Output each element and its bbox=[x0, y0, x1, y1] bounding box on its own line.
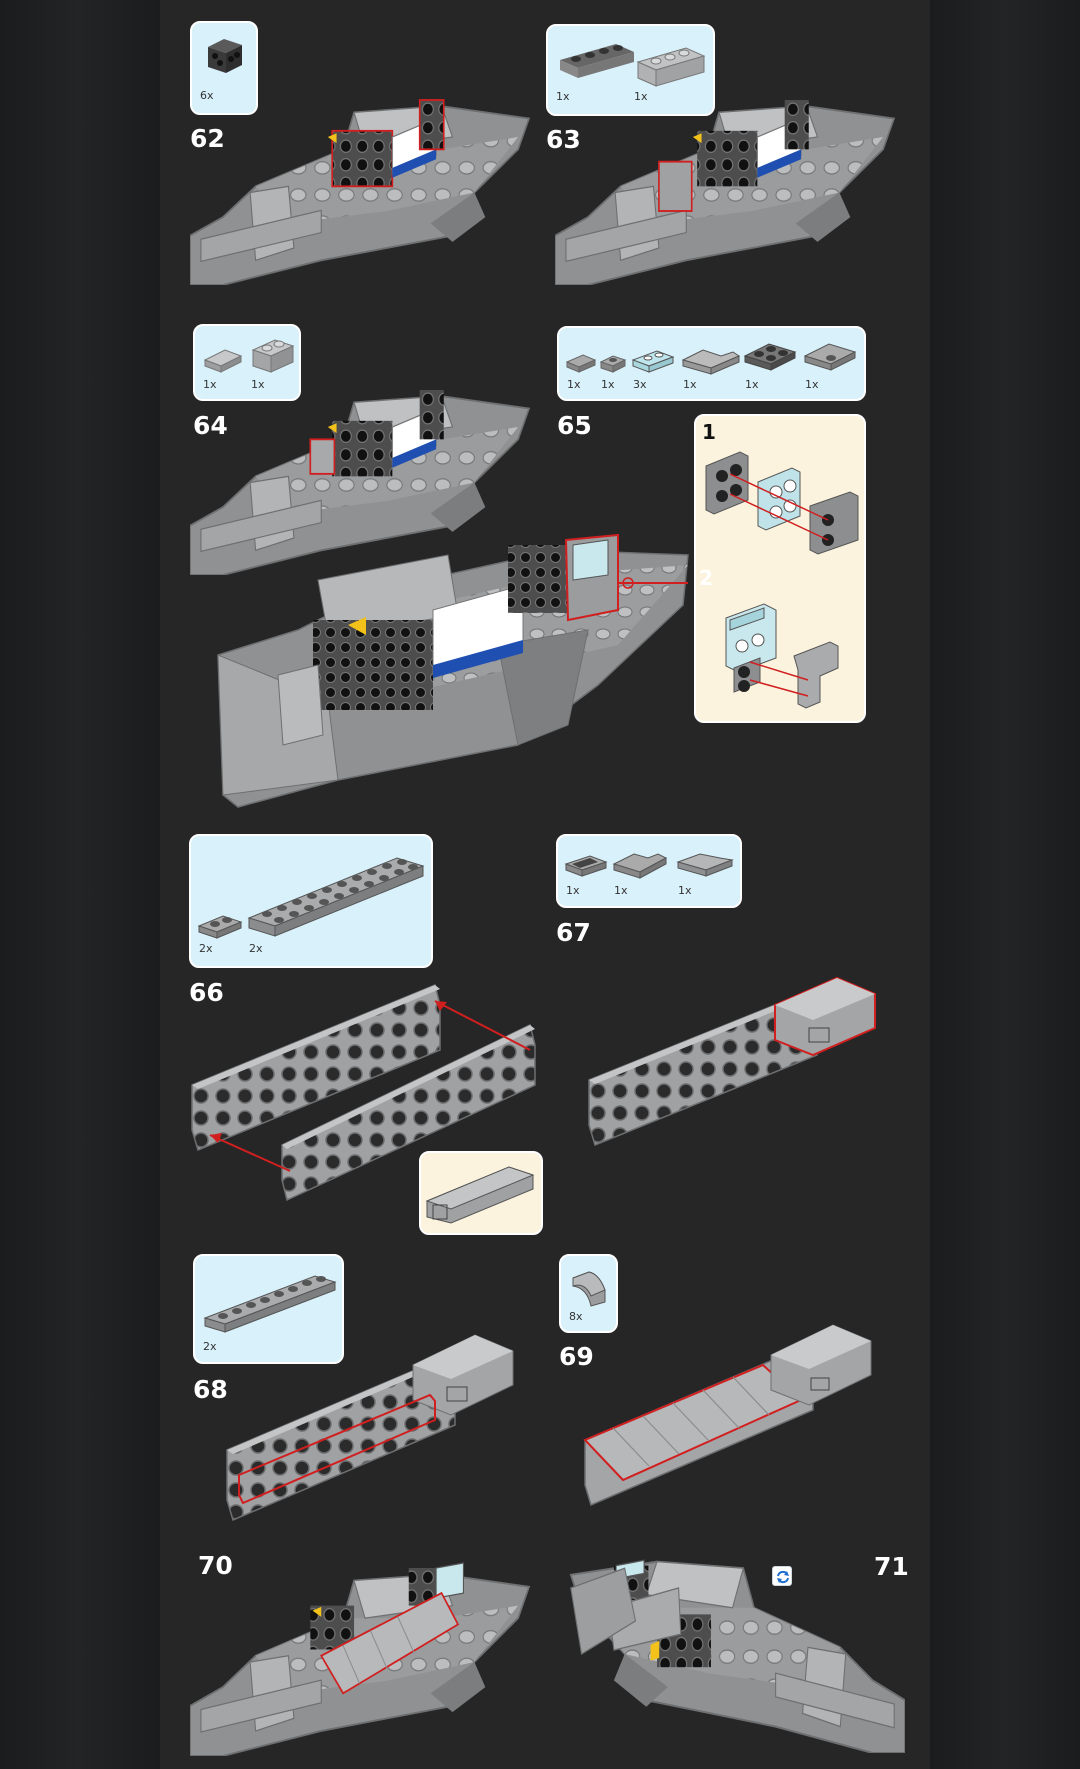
part-count: 1x bbox=[678, 884, 692, 897]
trans-clear-plate-icon bbox=[631, 350, 675, 373]
part-count: 1x bbox=[614, 884, 628, 897]
step-65-parts-panel: 1x 1x 3x 1x 1x 1x bbox=[557, 326, 866, 401]
grey-plate-1x2-icon bbox=[565, 354, 597, 373]
part-count: 1x bbox=[745, 378, 759, 391]
step-number: 71 bbox=[874, 1552, 909, 1581]
part-count: 1x bbox=[805, 378, 819, 391]
step-71-model bbox=[560, 1559, 905, 1753]
step-64-model bbox=[190, 390, 540, 575]
grey-plate-1x1-icon bbox=[599, 355, 627, 373]
part-count: 1x bbox=[566, 884, 580, 897]
step-number: 67 bbox=[556, 918, 591, 947]
substep-1-assembly bbox=[705, 451, 859, 555]
grey-slope-icon bbox=[203, 349, 243, 373]
rotate-arrows-icon bbox=[777, 1570, 789, 1584]
step-69-model bbox=[583, 1324, 872, 1507]
part-count: 1x bbox=[556, 90, 570, 103]
step-number: 70 bbox=[198, 1551, 233, 1580]
substep-2-callout-number: 2 bbox=[699, 566, 713, 590]
step-64-parts-panel: 1x 1x bbox=[193, 324, 301, 401]
step-number: 65 bbox=[557, 411, 592, 440]
part-count: 1x bbox=[567, 378, 581, 391]
step-66-parts-panel: 2x 2x bbox=[189, 834, 433, 968]
grey-corner-tile-icon bbox=[676, 853, 734, 877]
grey-corner-plate-icon bbox=[681, 349, 741, 375]
step-number: 68 bbox=[193, 1375, 228, 1404]
part-count: 2x bbox=[199, 942, 213, 955]
step-67-parts-panel: 1x 1x 1x bbox=[556, 834, 742, 908]
grey-plate-1x2-icon bbox=[197, 915, 243, 939]
part-count: 1x bbox=[203, 378, 217, 391]
step-66-result-callout bbox=[419, 1151, 543, 1235]
part-count: 2x bbox=[249, 942, 263, 955]
step-number: 62 bbox=[190, 124, 225, 153]
step-70-model bbox=[190, 1562, 540, 1756]
step-number: 64 bbox=[193, 411, 228, 440]
step-number: 63 bbox=[546, 125, 581, 154]
grey-brick-1x2-icon bbox=[251, 339, 295, 373]
step-65-model bbox=[217, 533, 689, 808]
step-69-parts-panel: 8x bbox=[559, 1254, 618, 1333]
part-count: 1x bbox=[601, 378, 615, 391]
step-68-parts-panel: 2x bbox=[193, 1254, 344, 1364]
step-number: 66 bbox=[189, 978, 224, 1007]
grey-grille-tile-icon bbox=[564, 855, 608, 877]
part-count: 8x bbox=[569, 1310, 583, 1323]
step-67-model bbox=[588, 976, 876, 1147]
part-count: 1x bbox=[683, 378, 697, 391]
step-number: 69 bbox=[559, 1342, 594, 1371]
rotate-icon bbox=[772, 1566, 792, 1586]
part-count: 1x bbox=[634, 90, 648, 103]
grey-corner-plate-icon bbox=[612, 853, 668, 879]
grey-tile-2x2-icon bbox=[803, 343, 857, 371]
substep-number: 1 bbox=[702, 420, 716, 444]
background-right bbox=[930, 0, 1080, 1769]
part-count: 6x bbox=[200, 89, 214, 102]
part-count: 3x bbox=[633, 378, 647, 391]
part-count: 2x bbox=[203, 1340, 217, 1353]
step-62-model bbox=[190, 99, 540, 285]
grey-brick-1x4-icon bbox=[560, 44, 634, 78]
assembled-plates-icon bbox=[425, 1166, 535, 1224]
step-63-model bbox=[555, 100, 905, 285]
part-count: 1x bbox=[251, 378, 265, 391]
step-62-parts-panel: 6x bbox=[190, 21, 258, 115]
background-left bbox=[0, 0, 160, 1769]
dark-grey-plate-2x2-icon bbox=[743, 343, 797, 371]
substep-2-assembly bbox=[725, 603, 839, 709]
grey-curved-slope-icon bbox=[572, 1271, 606, 1307]
step-63-parts-panel: 1x 1x bbox=[546, 24, 715, 116]
step-68-model bbox=[226, 1334, 514, 1522]
black-brick-1x1-studs-sides-icon bbox=[208, 39, 242, 73]
grey-brick-1x3-icon bbox=[636, 47, 706, 87]
step-65-substep-panel: 1 2 bbox=[694, 414, 866, 723]
step-66-model bbox=[191, 983, 536, 1202]
grey-plate-1x10-icon bbox=[247, 857, 425, 937]
grey-plate-1x8-icon bbox=[203, 1275, 337, 1333]
